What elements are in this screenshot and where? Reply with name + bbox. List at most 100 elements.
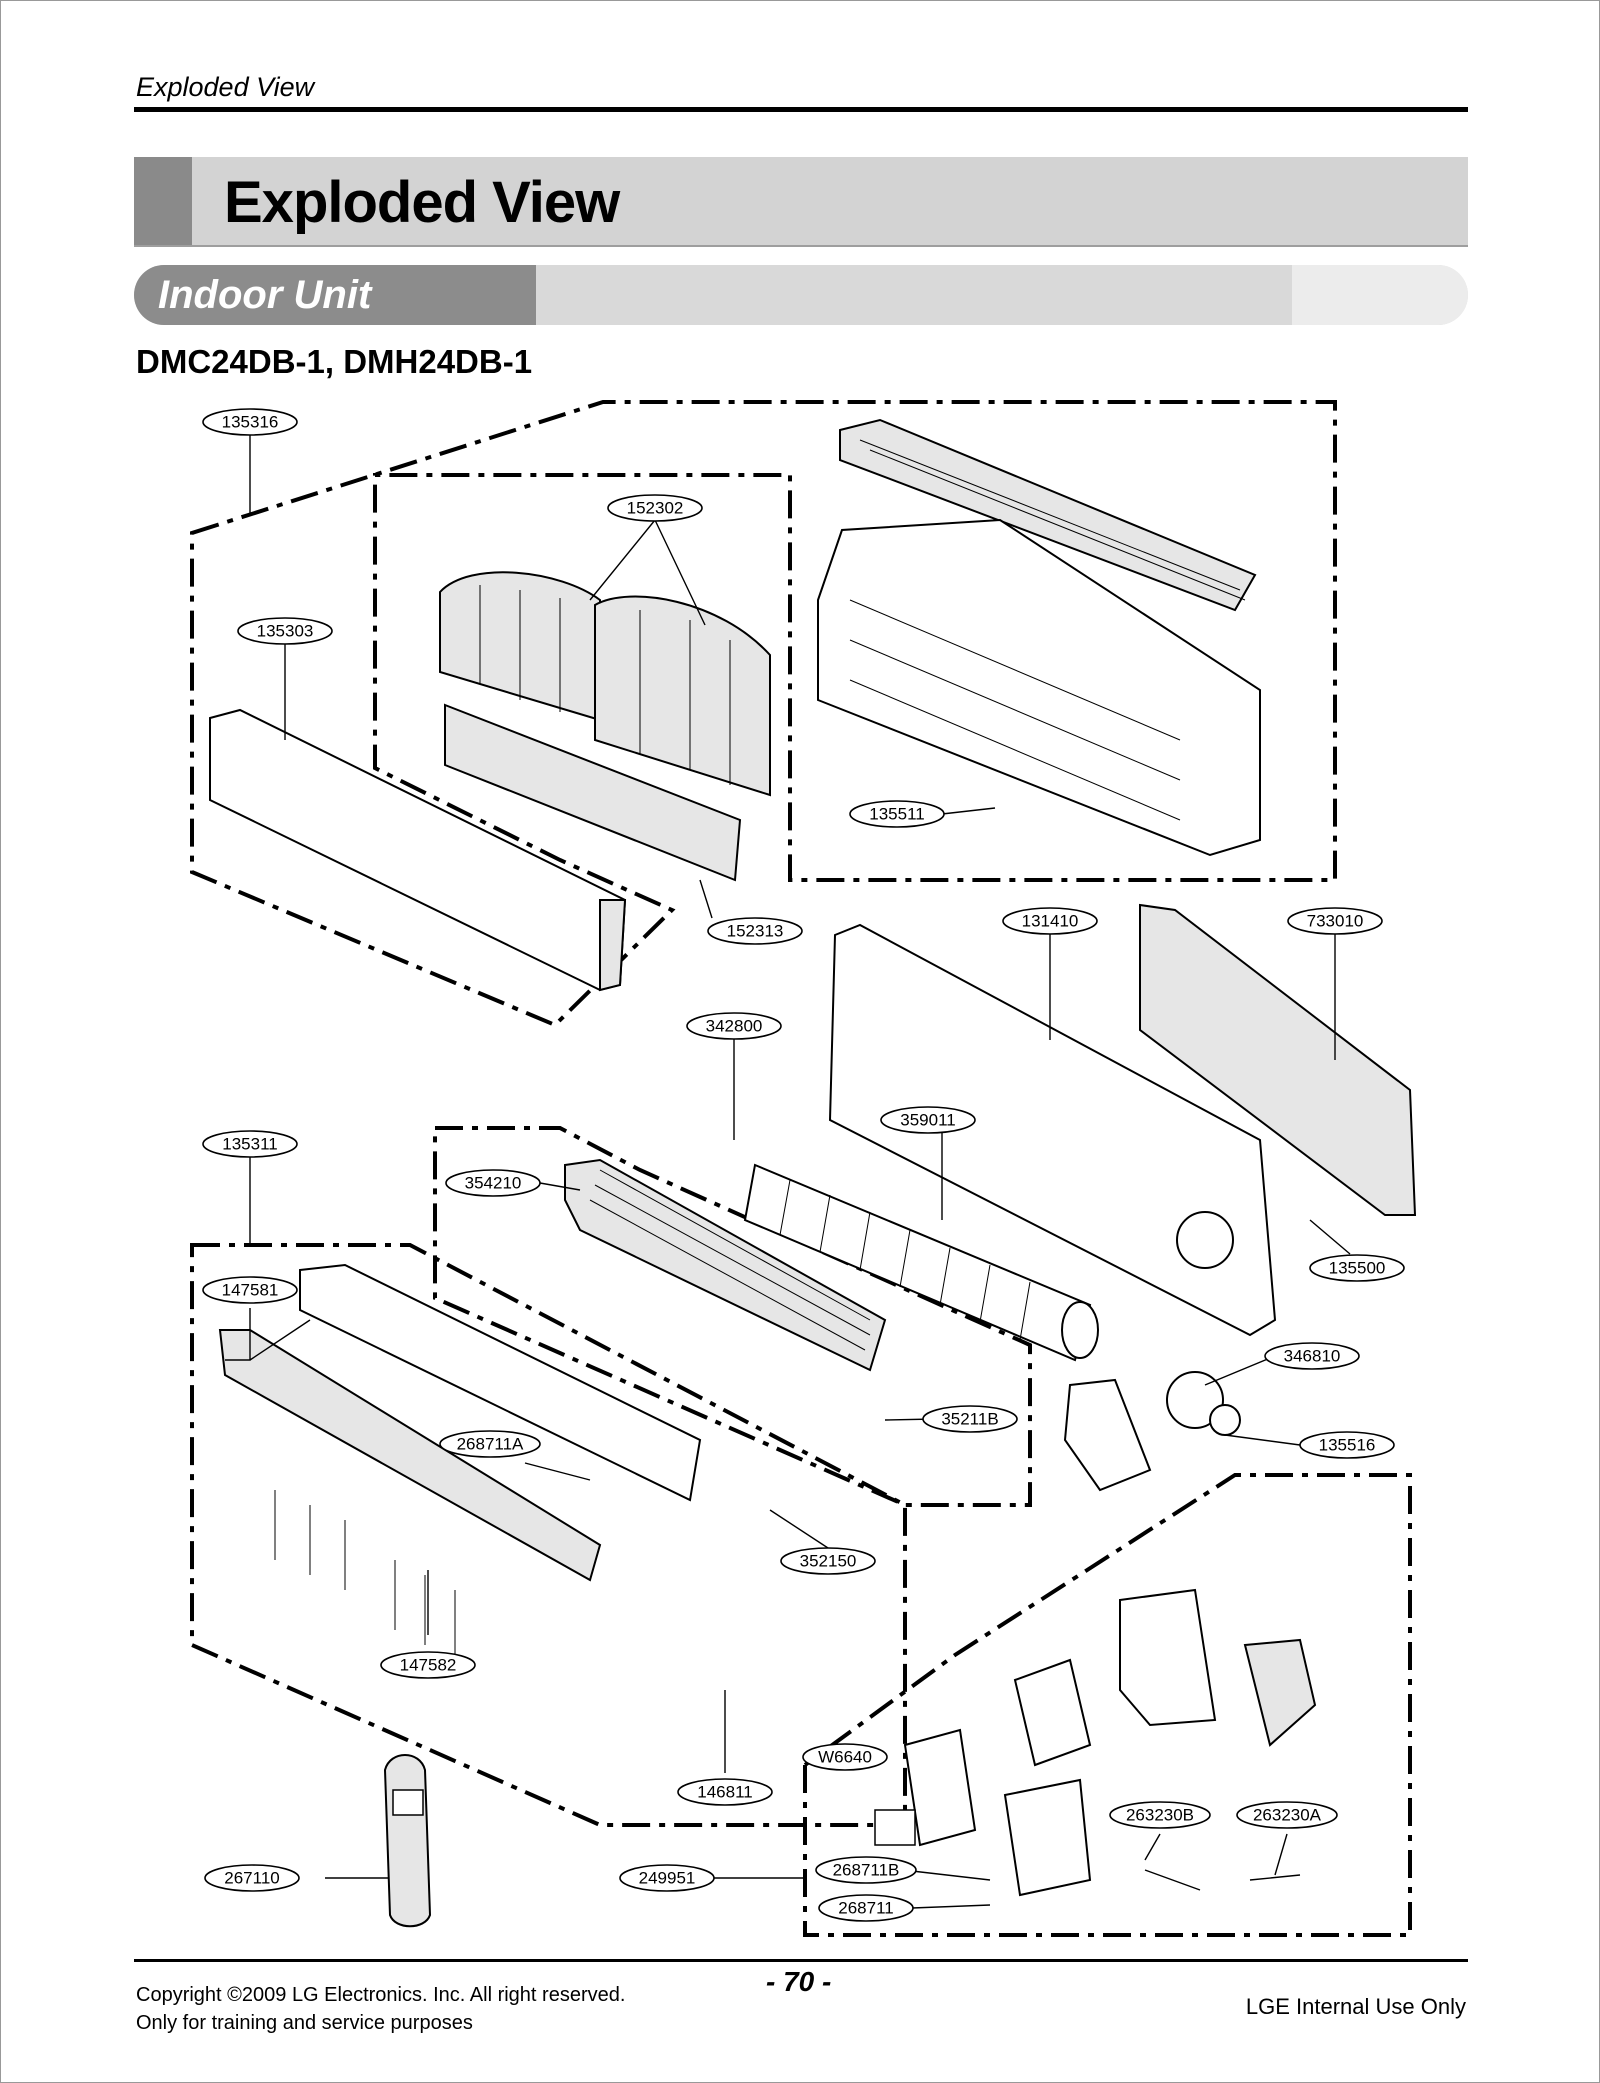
callout-354210-label: 354210: [465, 1173, 522, 1192]
callout-263230A: 263230A: [1236, 1801, 1338, 1829]
leader-135500: [1309, 1219, 1351, 1255]
callout-352150: 352150: [780, 1547, 876, 1575]
callout-267110-label: 267110: [224, 1868, 279, 1887]
callout-268711B-label: 268711B: [833, 1860, 900, 1879]
callout-147581: 147581: [202, 1276, 298, 1304]
callout-268711B: 268711B: [815, 1856, 917, 1884]
footer-rule: [134, 1959, 1468, 1962]
leader-268711A: [524, 1462, 591, 1481]
callout-352150-label: 352150: [800, 1551, 857, 1570]
chassis-part: [817, 418, 1261, 857]
evaporator-part: [564, 1158, 887, 1372]
callout-249951-label: 249951: [639, 1868, 696, 1887]
page-number: - 70 -: [766, 1966, 832, 1997]
header-rule: [134, 107, 1468, 112]
copyright-notice: Copyright ©2009 LG Electronics. Inc. All…: [136, 1981, 625, 2037]
callout-152302-label: 152302: [627, 498, 684, 517]
discharge-part: [218, 1263, 702, 1660]
callout-359011-label: 359011: [900, 1110, 955, 1129]
leader-346810: [1204, 1355, 1276, 1386]
callout-268711A-label: 268711A: [457, 1434, 524, 1453]
leader-354210: [539, 1182, 581, 1191]
boundary-front-panel: [190, 400, 1337, 1028]
front-panel-part: [209, 708, 627, 992]
air-filters-part: [439, 571, 771, 882]
callout-35211B-label: 35211B: [941, 1409, 998, 1428]
callout-359011: 359011: [880, 1106, 976, 1134]
leader-263230A: [1274, 1833, 1288, 1876]
callout-135316: 135316: [202, 408, 298, 436]
callout-135303-label: 135303: [257, 621, 314, 640]
callout-268711-label: 268711: [838, 1898, 893, 1917]
rear-chassis-part: [828, 923, 1277, 1337]
callout-268711A: 268711A: [439, 1430, 541, 1458]
leader-268711B: [911, 1870, 991, 1881]
title-band: Exploded View: [134, 157, 1468, 247]
callout-267110: 267110: [204, 1864, 300, 1892]
callout-147582-label: 147582: [400, 1655, 457, 1674]
callout-135500-label: 135500: [1329, 1258, 1386, 1277]
callout-152313-label: 152313: [727, 921, 784, 940]
cross-flow-fan-part: [743, 1163, 1099, 1362]
callout-249951: 249951: [619, 1864, 715, 1892]
copyright-line-1: Copyright ©2009 LG Electronics. Inc. All…: [136, 1984, 626, 2006]
callout-342800: 342800: [686, 1012, 782, 1040]
leader-147581: [225, 1308, 311, 1361]
callout-35211B: 35211B: [922, 1405, 1018, 1433]
callout-135516: 135516: [1299, 1431, 1395, 1459]
control-box-part: [874, 1588, 1317, 1897]
callout-354210: 354210: [445, 1169, 541, 1197]
callout-152302: 152302: [607, 494, 703, 522]
callout-135311: 135311: [202, 1130, 298, 1158]
callout-263230A-label: 263230A: [1253, 1805, 1322, 1824]
section-title: Indoor Unit: [158, 273, 372, 317]
internal-use-notice: LGE Internal Use Only: [1245, 1994, 1466, 2019]
leader-152313: [699, 879, 713, 919]
callout-W6640: W6640: [802, 1743, 888, 1771]
callout-342800-label: 342800: [706, 1016, 763, 1035]
title-tab: [134, 157, 192, 245]
callout-263230B-label: 263230B: [1126, 1805, 1194, 1824]
callout-263230B: 263230B: [1109, 1801, 1211, 1829]
model-numbers: DMC24DB-1, DMH24DB-1: [136, 343, 533, 380]
leader-268711: [911, 1904, 991, 1909]
leader-135511: [941, 807, 996, 815]
page-title: Exploded View: [224, 170, 620, 235]
running-header: Exploded View: [136, 72, 315, 102]
boundary-evaporator: [433, 1126, 1032, 1507]
callout-135316-label: 135316: [222, 412, 279, 431]
boundary-control-box: [803, 1473, 1412, 1937]
callout-135500: 135500: [1309, 1254, 1405, 1282]
leader-352150: [769, 1509, 829, 1549]
callout-733010: 733010: [1287, 907, 1383, 935]
leader-135516: [1224, 1434, 1301, 1446]
callout-135516-label: 135516: [1319, 1435, 1376, 1454]
section-band-dark: [134, 265, 536, 325]
callout-346810: 346810: [1264, 1342, 1360, 1370]
callout-147581-label: 147581: [222, 1280, 279, 1299]
remote-control-part: [383, 1754, 432, 1928]
callout-152313: 152313: [707, 917, 803, 945]
callout-135311-label: 135311: [222, 1134, 277, 1153]
callout-W6640-label: W6640: [818, 1747, 872, 1766]
section-band: Indoor Unit: [134, 265, 1468, 325]
callout-147582: 147582: [380, 1651, 476, 1679]
section-band-light: [1292, 265, 1468, 325]
callout-146811-label: 146811: [697, 1782, 752, 1801]
installation-plate-part: [1139, 903, 1417, 1216]
callout-135303: 135303: [237, 617, 333, 645]
copyright-line-2: Only for training and service purposes: [136, 2012, 473, 2034]
callout-346810-label: 346810: [1284, 1346, 1341, 1365]
callout-733010-label: 733010: [1307, 911, 1364, 930]
leader-263230B: [1144, 1833, 1161, 1861]
callout-135511: 135511: [849, 800, 945, 828]
leader-152302: [589, 519, 706, 626]
callout-146811: 146811: [677, 1778, 773, 1806]
leader-lines: [225, 435, 1351, 1909]
motor-part: [1063, 1371, 1241, 1492]
callout-131410-label: 131410: [1022, 911, 1079, 930]
callout-268711: 268711: [818, 1894, 914, 1922]
callout-135511-label: 135511: [869, 804, 924, 823]
callout-131410: 131410: [1002, 907, 1098, 935]
